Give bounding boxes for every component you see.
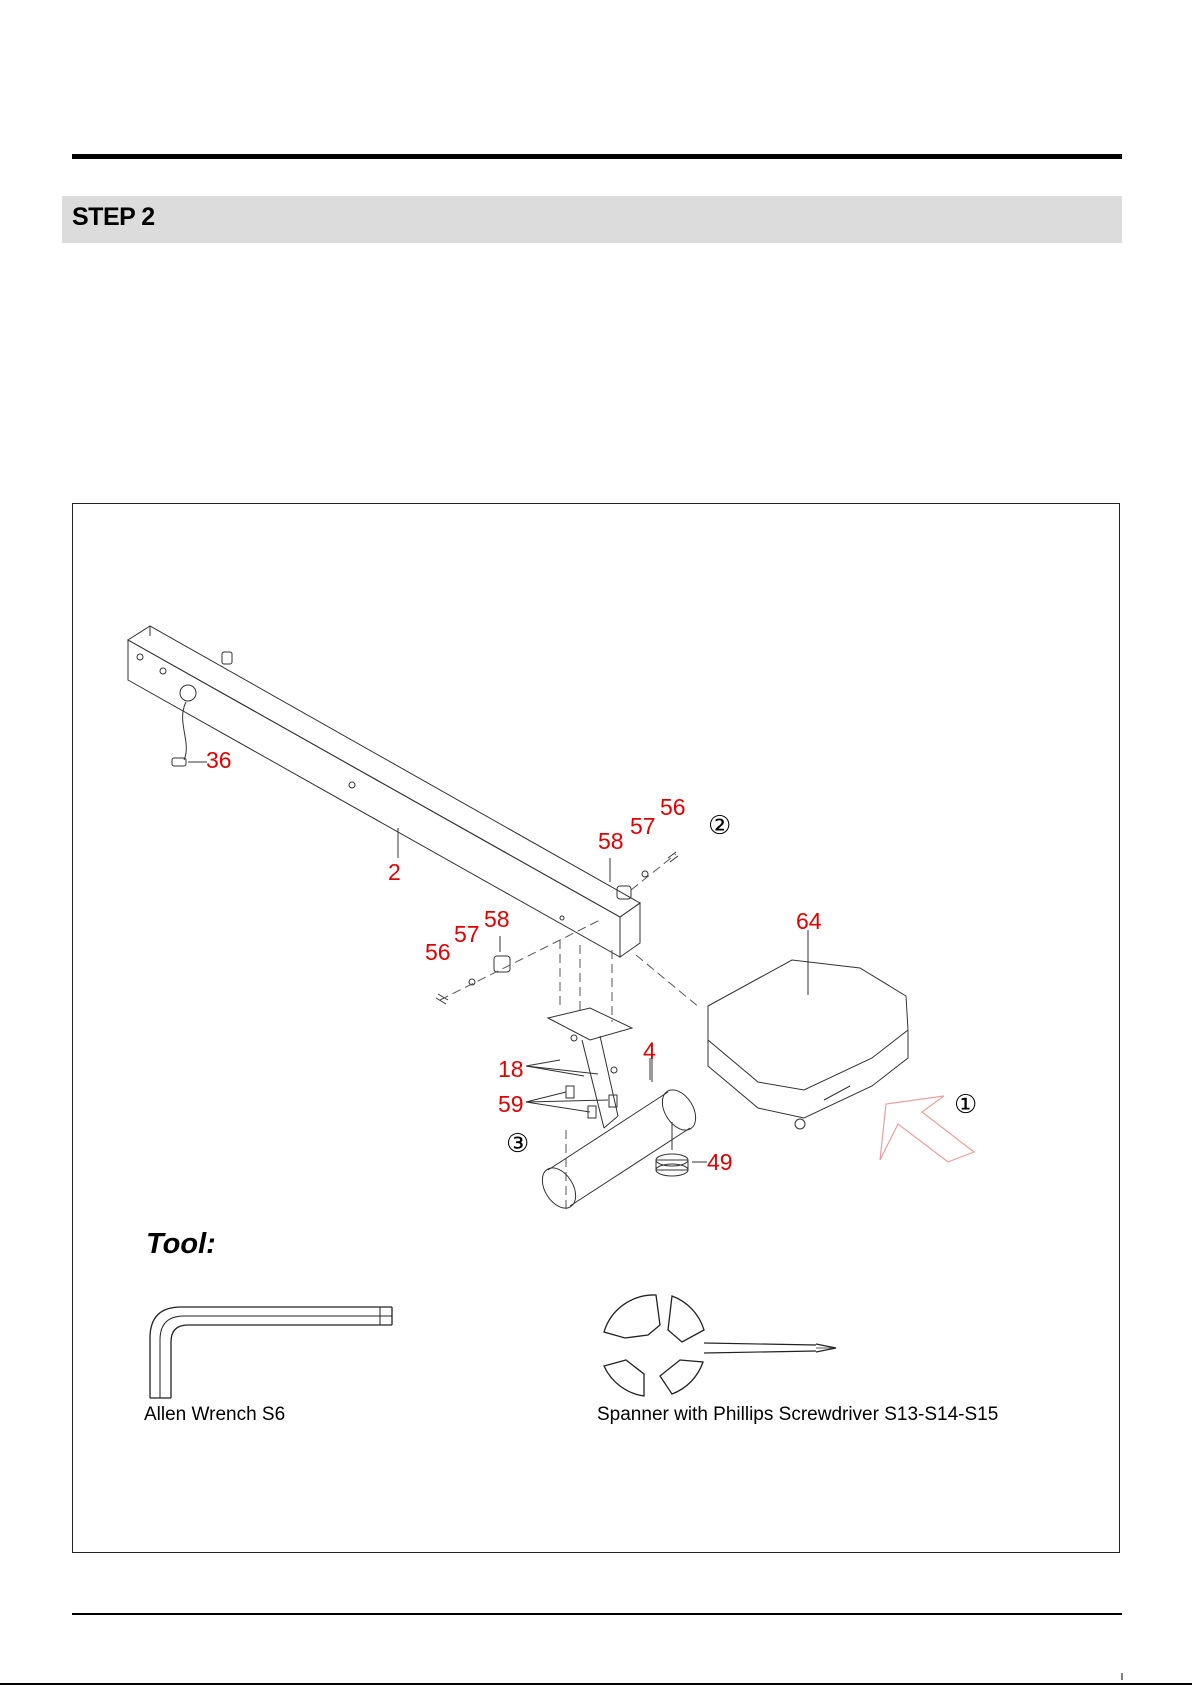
callout-2: 2 xyxy=(388,859,401,885)
callout-49: 49 xyxy=(707,1149,733,1175)
callout-18: 18 xyxy=(498,1056,524,1082)
callout-57-right: 57 xyxy=(630,813,656,839)
callout-58-right: 58 xyxy=(598,828,624,854)
knob-part xyxy=(656,1122,707,1176)
spanner-screwdriver-icon xyxy=(604,1295,836,1396)
callout-56-left: 56 xyxy=(425,939,451,965)
callout-58-left: 58 xyxy=(484,906,510,932)
cable-part xyxy=(172,685,207,766)
tool-heading: Tool: xyxy=(146,1228,216,1260)
allen-wrench-icon xyxy=(150,1307,392,1398)
right-fastener-group xyxy=(617,852,678,899)
main-rail-part xyxy=(128,626,640,957)
callout-4: 4 xyxy=(643,1038,656,1064)
spanner-label: Spanner with Phillips Screwdriver S13-S1… xyxy=(597,1404,998,1425)
bottom-rule xyxy=(72,1613,1122,1615)
allen-wrench-label: Allen Wrench S6 xyxy=(144,1404,285,1425)
callout-56-right: 56 xyxy=(660,794,686,820)
sequence-marker-1: ① xyxy=(954,1090,977,1120)
sequence-marker-3: ③ xyxy=(506,1129,529,1159)
seat-part xyxy=(708,930,908,1129)
callout-36: 36 xyxy=(206,747,232,773)
seat-support-part xyxy=(535,1008,702,1214)
callout-57-left: 57 xyxy=(454,921,480,947)
callout-59: 59 xyxy=(498,1091,524,1117)
callout-64: 64 xyxy=(796,908,822,934)
sequence-marker-2: ② xyxy=(708,811,731,841)
